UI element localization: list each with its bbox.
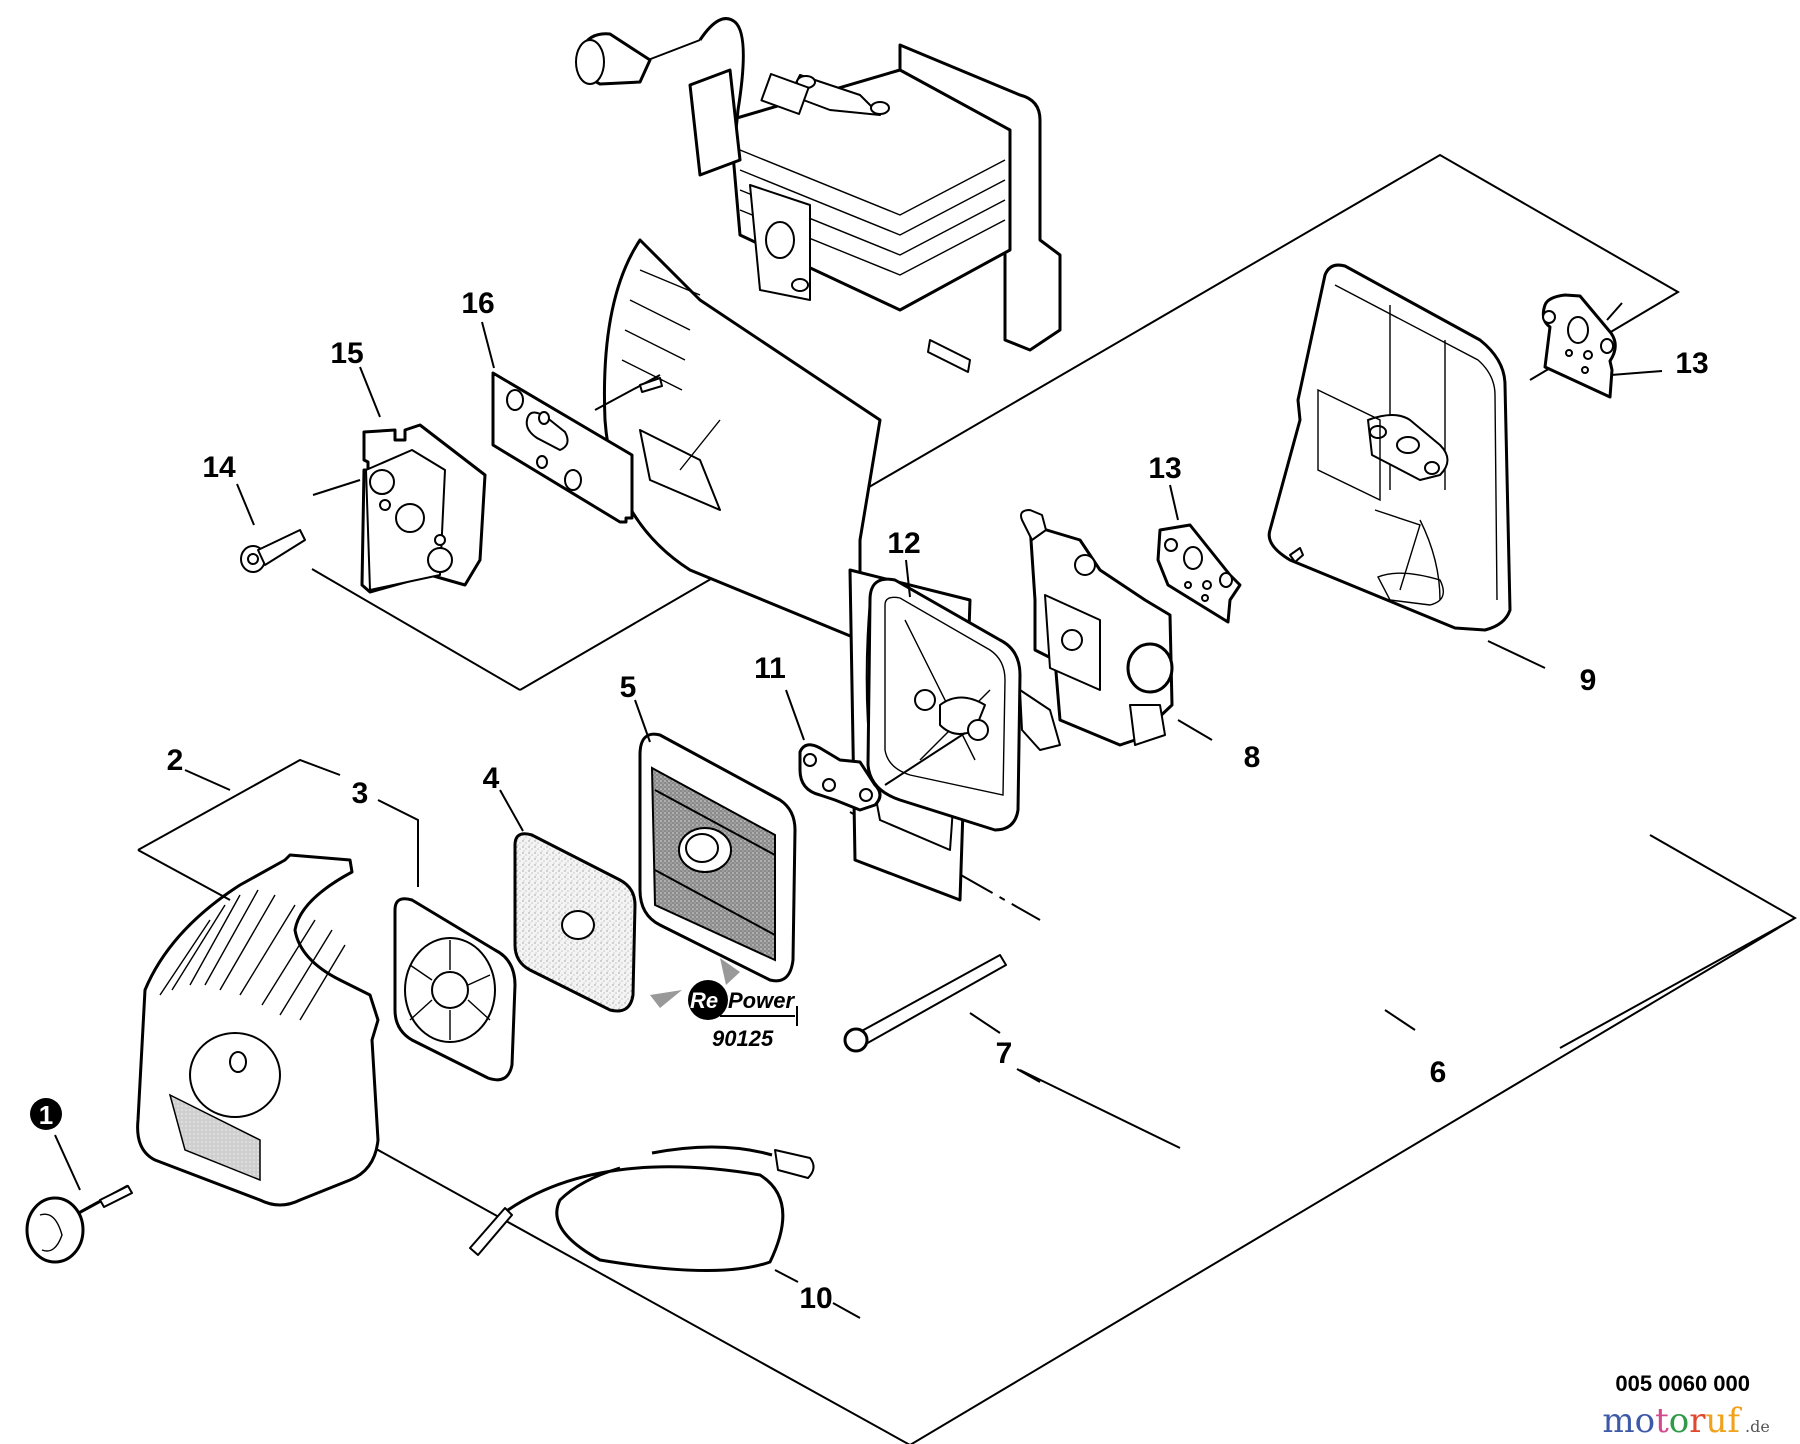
watermark-letter: r (1689, 1401, 1706, 1441)
insulator-15 (360, 423, 487, 594)
callout-9: 9 (1580, 664, 1597, 697)
leader-lines (54, 302, 1663, 1319)
wire-10 (469, 1145, 815, 1272)
callout-6: 6 (1430, 1056, 1447, 1089)
air-cleaner-case-9 (1267, 263, 1512, 632)
leader-14-15 (312, 479, 361, 496)
callout-13-lower: 13 (1148, 452, 1181, 485)
watermark-letter: u (1706, 1401, 1728, 1441)
watermark-suffix: .de (1745, 1417, 1770, 1436)
callout-10: 10 (799, 1282, 832, 1315)
callout-11: 11 (754, 652, 786, 685)
callout-2: 2 (167, 744, 184, 777)
carburetor-8 (1020, 509, 1174, 747)
air-filter-5 (638, 732, 797, 983)
callout-1: 1 (39, 1100, 53, 1130)
repower-brand: Power (728, 988, 795, 1013)
repower-part-number: 90125 (712, 1026, 774, 1051)
callout-7: 7 (996, 1037, 1013, 1070)
plate-11 (798, 743, 882, 812)
prefilter-4 (513, 832, 637, 1013)
filter-holder-3 (393, 897, 517, 1082)
callout-5: 5 (620, 671, 637, 704)
filter-base-12 (866, 577, 1061, 832)
watermark-letter: f (1727, 1401, 1742, 1441)
watermark-letter: t (1655, 1401, 1669, 1441)
screw-14 (240, 529, 306, 573)
watermark-letter: o (1669, 1401, 1689, 1441)
gasket-16 (491, 371, 663, 524)
callout-3: 3 (352, 777, 369, 810)
callout-4: 4 (483, 762, 500, 795)
knob-bolt-1 (25, 1184, 133, 1264)
callout-16: 16 (461, 287, 494, 320)
callout-15: 15 (330, 337, 363, 370)
callout-8: 8 (1244, 741, 1261, 774)
repower-brand-prefix: Re (690, 988, 718, 1013)
gasket-13-upper (1541, 293, 1617, 399)
callout-14: 14 (202, 451, 236, 484)
drawing-number: 005 0060 000 (1615, 1371, 1750, 1396)
arrow-indicator (650, 990, 682, 1008)
callout-12: 12 (887, 527, 920, 560)
gasket-13-lower (1156, 523, 1242, 624)
repower-logo: Re Power 90125 (650, 958, 798, 1051)
air-cleaner-cover-2 (136, 853, 380, 1207)
watermark-logo: motoruf (1602, 1401, 1742, 1441)
callout-1-badge (30, 1098, 62, 1130)
callout-13-upper: 13 (1675, 347, 1708, 380)
watermark-letter: o (1635, 1401, 1655, 1441)
watermark-letter: m (1602, 1401, 1634, 1441)
arrow-indicator (720, 958, 740, 985)
repower-badge (688, 980, 728, 1020)
callout-labels: 1 2 3 4 5 6 7 8 9 10 11 12 13 13 14 15 1… (30, 287, 1709, 1315)
leader-11-12 (884, 732, 966, 786)
bolt-7 (843, 954, 1007, 1053)
